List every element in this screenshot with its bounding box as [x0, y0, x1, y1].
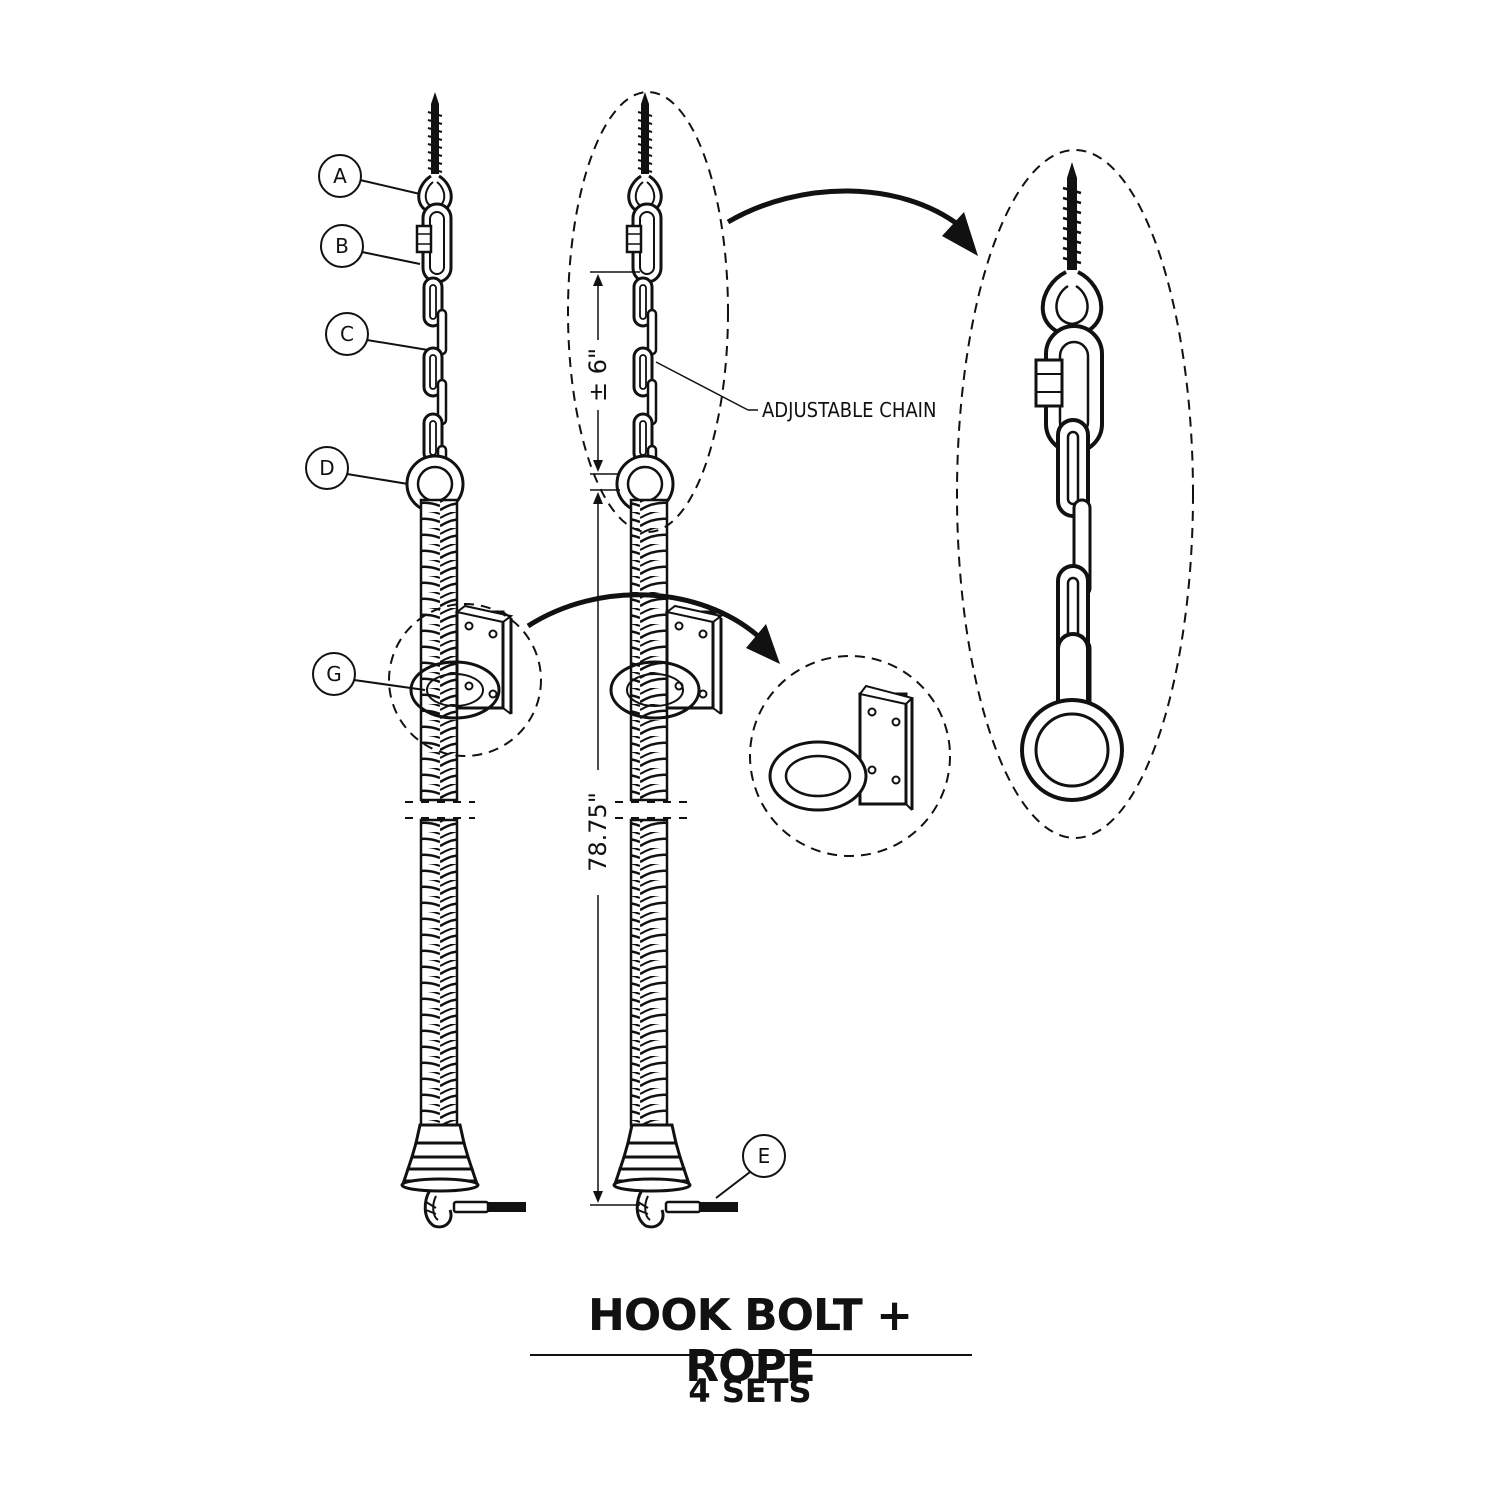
- callout-d: D: [305, 446, 409, 490]
- title: HOOK BOLT + ROPE: [588, 1290, 913, 1392]
- title-divider: [530, 1354, 972, 1356]
- arrow-bracket-detail: [526, 592, 780, 664]
- dimension-chain-adjust-label: ± 6": [584, 348, 612, 402]
- callout-b-label: B: [335, 234, 349, 258]
- callout-g: G: [312, 652, 426, 696]
- callout-b: B: [320, 224, 421, 268]
- callout-c: C: [325, 312, 429, 356]
- dimension-chain-adjust: ± 6": [584, 271, 640, 475]
- callout-a-label: A: [333, 164, 347, 188]
- callout-e: E: [715, 1134, 786, 1199]
- dimension-rope-length: 78.75": [584, 489, 640, 1206]
- dimension-rope-length-label: 78.75": [584, 792, 612, 872]
- callout-c-label: C: [340, 322, 354, 346]
- middle-assembly: [567, 91, 740, 1229]
- callout-a: A: [318, 154, 421, 198]
- arrow-chain-detail: [726, 188, 978, 256]
- callout-e-label: E: [758, 1144, 771, 1168]
- adjustable-chain-label: ADJUSTABLE CHAIN: [762, 398, 936, 422]
- subtitle: 4 SETS: [688, 1372, 812, 1410]
- left-assembly: [388, 91, 542, 1229]
- callout-d-label: D: [319, 456, 334, 480]
- bracket-detail-enlarged: [749, 655, 951, 857]
- chain-detail-enlarged: [956, 149, 1194, 839]
- callout-g-label: G: [326, 662, 342, 686]
- adjustable-chain-note: ADJUSTABLE CHAIN: [655, 361, 936, 422]
